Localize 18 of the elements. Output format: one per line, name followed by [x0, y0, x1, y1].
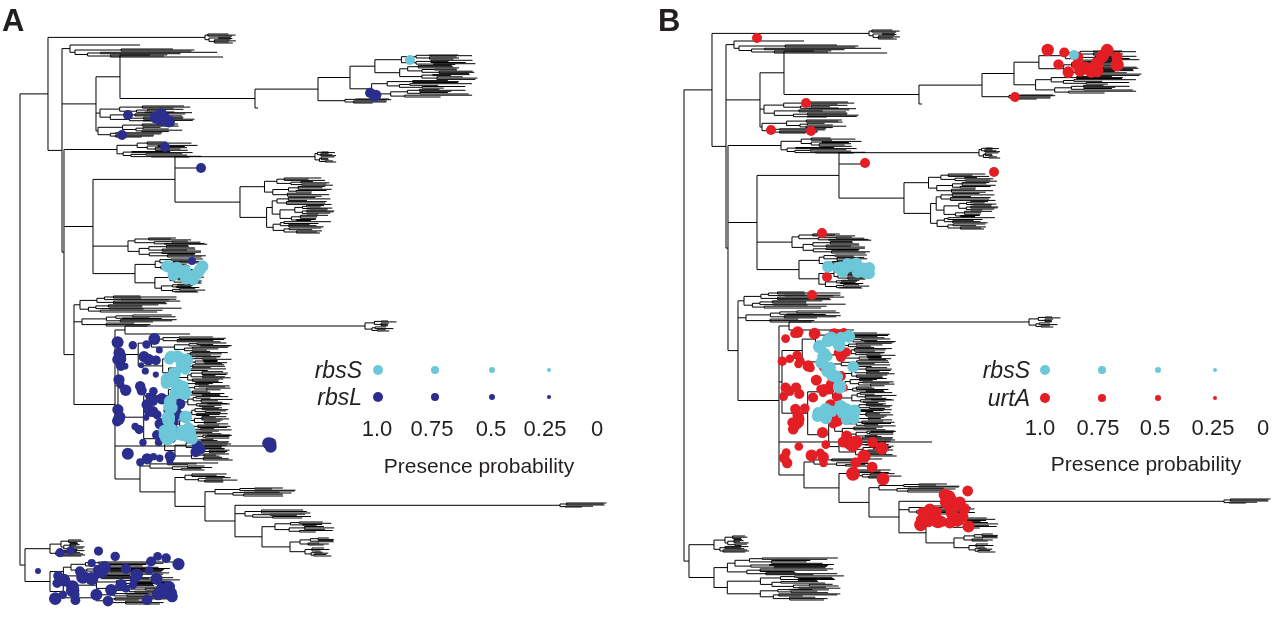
- scale-value: 0.75: [410, 418, 454, 440]
- scale-value: 0: [1256, 417, 1270, 439]
- scale-value: 0.5: [1139, 417, 1171, 439]
- scale-value: 1.0: [361, 418, 393, 440]
- scale-value: 0.25: [523, 418, 567, 440]
- panel-label: A: [2, 5, 25, 36]
- scale-value: 0.25: [1191, 417, 1235, 439]
- legend-label: rbsS: [982, 358, 1030, 382]
- scale-value: 0.5: [475, 418, 507, 440]
- scale-value: 1.0: [1024, 417, 1056, 439]
- scale-title: Presence probability: [1050, 452, 1242, 474]
- legend-label: rbsS: [314, 358, 362, 382]
- scale-value: 0.75: [1076, 417, 1120, 439]
- panel-label: B: [658, 5, 681, 36]
- legend-label: urtA: [987, 386, 1030, 410]
- scale-value: 0: [590, 418, 604, 440]
- scale-title: Presence probability: [383, 454, 575, 476]
- legend-label: rbsL: [317, 385, 362, 409]
